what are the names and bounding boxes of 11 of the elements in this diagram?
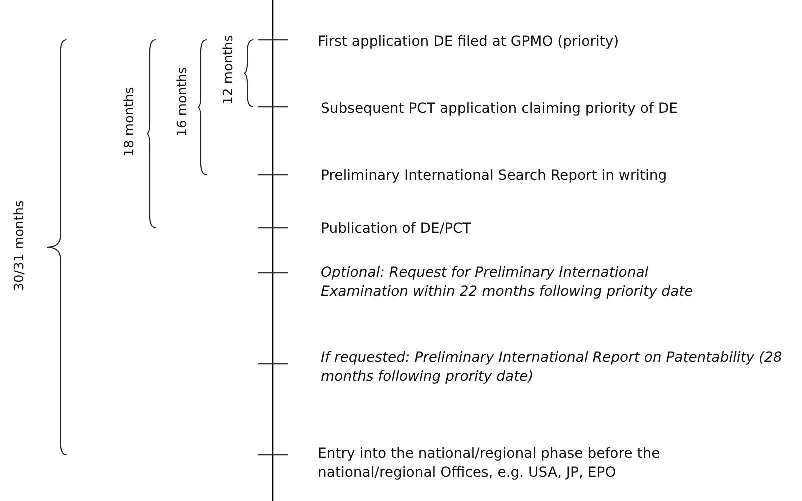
event-text: If requested: Preliminary International Report on Patentability (28 months following prority date) (321, 349, 784, 387)
event-text: Subsequent PCT application claiming priority of DE (321, 100, 679, 119)
event-text: Publication of DE/PCT (321, 220, 472, 239)
event-text: First application DE filed at GPMO (priority) (318, 33, 620, 52)
event-text: Optional: Request for Preliminary International Examination within 22 months following priority date (321, 264, 694, 302)
duration-label: 16 months (176, 67, 190, 137)
duration-label: 30/31 months (12, 200, 28, 292)
event-text: Entry into the national/regional phase before the national/regional Offices, e.g. USA, JP, EPO (318, 445, 662, 483)
duration-label: 18 months (122, 87, 138, 157)
duration-label: 12 months (222, 35, 236, 105)
event-text: Preliminary International Search Report in writing (321, 167, 668, 186)
